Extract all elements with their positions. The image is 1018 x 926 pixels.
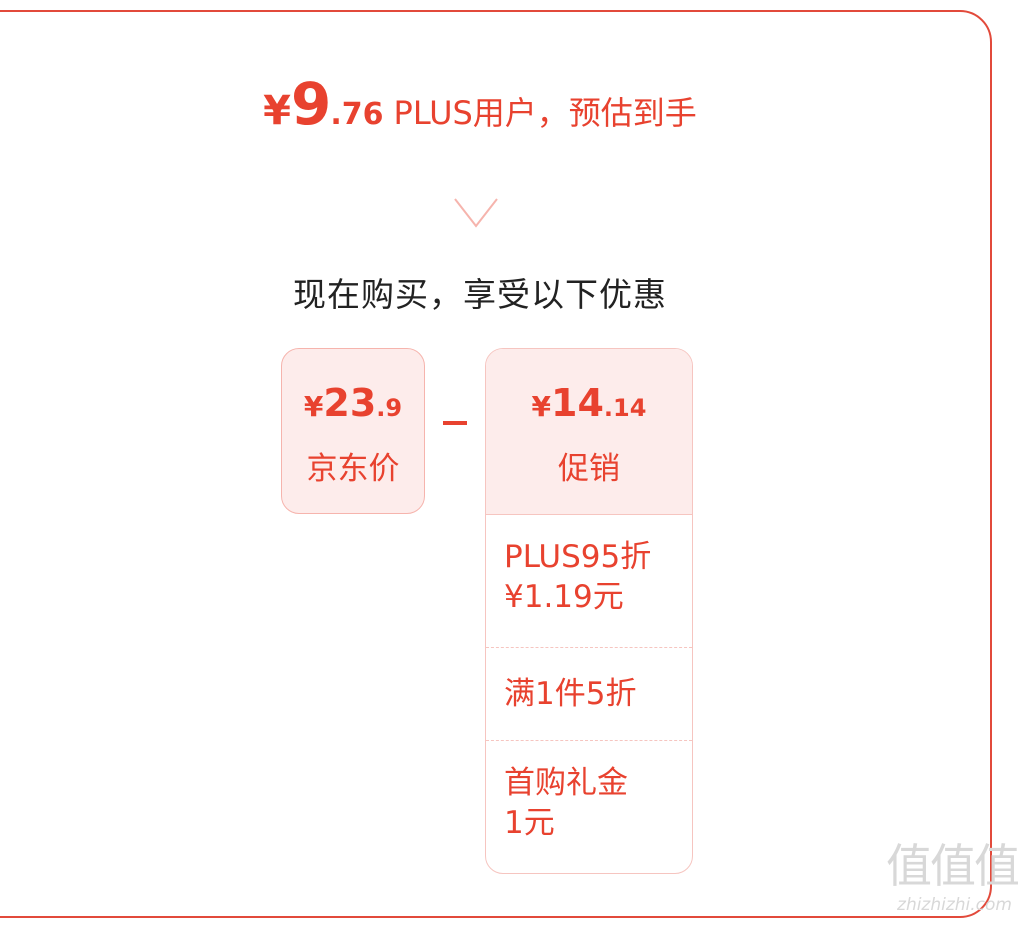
promotion-item-line: PLUS95折 [504, 539, 652, 575]
header-price-integer: 9 [291, 70, 331, 138]
promotion-item-line: 满1件5折 [504, 676, 637, 712]
base-price-amount: ¥23.9 [282, 381, 424, 425]
header-currency: ¥ [263, 88, 292, 134]
subtitle: 现在购买，享受以下优惠 [293, 275, 667, 314]
promotion-total-amount: ¥14.14 [486, 349, 692, 425]
watermark-logo: 值值值 [886, 839, 1018, 893]
promotion-item-quantity-discount: 满1件5折 [486, 648, 692, 741]
base-price-label: 京东价 [306, 451, 400, 487]
promotion-item-line: ¥1.19元 [504, 579, 624, 615]
promotion-total-box: ¥14.14 促销 [486, 349, 692, 515]
header-price-decimal: .76 [330, 97, 384, 132]
promotion-column: ¥14.14 促销 PLUS95折 ¥1.19元 满1件5折 首购礼金 1元 [485, 348, 693, 874]
header-label: PLUS用户，预估到手 [393, 94, 697, 132]
promotion-currency: ¥ [531, 390, 552, 423]
site-watermark: 值值值 zhizhizhi.com [862, 838, 1018, 926]
watermark-domain: zhizhizhi.com [897, 895, 1012, 915]
pointer-divider [0, 198, 960, 228]
promotion-integer: 14 [551, 381, 604, 425]
base-price-integer: 23 [323, 381, 377, 425]
promotion-decimal: .14 [603, 394, 647, 422]
promotion-item-line: 1元 [504, 805, 555, 841]
promotion-item-plus-discount: PLUS95折 ¥1.19元 [486, 515, 692, 648]
promotion-label: 促销 [558, 451, 620, 487]
base-price-currency: ¥ [303, 390, 324, 423]
base-price-decimal: .9 [376, 394, 403, 422]
promotion-item-first-purchase-gift: 首购礼金 1元 [486, 741, 692, 871]
base-price-box: ¥23.9 京东价 [281, 348, 425, 514]
minus-sign [443, 421, 467, 425]
promotion-item-line: 首购礼金 [504, 765, 628, 801]
estimated-price-header: ¥9.76 PLUS用户，预估到手 [0, 70, 960, 138]
